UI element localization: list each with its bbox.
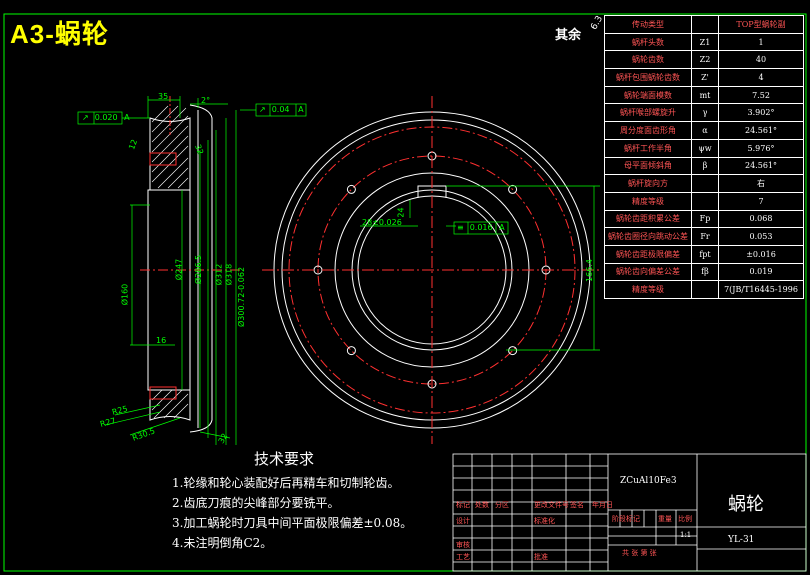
- tb-design: 设计: [456, 517, 470, 525]
- param-name: 精度等级: [604, 280, 692, 299]
- tol-frame-1: ↗0.020 A: [82, 113, 130, 122]
- front-dims: [360, 185, 600, 351]
- drawing-title: A3-蜗轮: [10, 19, 109, 49]
- param-val: 7(JB/T16445-1996: [718, 280, 804, 299]
- part-name: 蜗轮: [728, 494, 764, 515]
- note-item: 2.齿底刀痕的尖峰部分要铣平。: [172, 496, 340, 510]
- tb-process: 工艺: [456, 553, 470, 561]
- dim-keyway-height: 166.4: [584, 259, 594, 282]
- dim-r30: R30.5: [131, 426, 157, 443]
- dim-r27: R27: [99, 416, 117, 429]
- tb-mark: 标记: [456, 501, 470, 509]
- tb-scale: 比例: [678, 515, 692, 523]
- dim-d160: Ø160: [120, 283, 130, 306]
- tb-stage: 阶段标记: [612, 515, 640, 523]
- dim-d286: Ø286.5: [194, 254, 204, 285]
- dim-2deg: 2°: [201, 96, 211, 105]
- note-item: 3.加工蜗轮时刀具中间平面极限偏差±0.08。: [172, 516, 413, 530]
- dim-r25: R25: [111, 404, 129, 417]
- dim-d247: Ø247: [174, 258, 184, 281]
- front-view: [262, 96, 602, 444]
- dim-12: 12: [127, 138, 140, 151]
- param-row: 蜗杆旋向方右: [604, 174, 804, 193]
- dim-32: 32: [193, 143, 206, 156]
- technical-requirements: 技术要求 1.轮缘和轮心装配好后再精车和切制轮齿。 2.齿底刀痕的尖峰部分要铣平…: [172, 448, 412, 553]
- tb-standard: 标准化: [534, 517, 555, 525]
- tb-count: 处数: [475, 501, 489, 509]
- scale-value: 1:1: [680, 531, 692, 539]
- dim-d312: Ø312: [214, 263, 224, 286]
- dim-16: 16: [156, 336, 167, 345]
- dim-key-a: 24: [396, 207, 406, 218]
- title-block-lines: [452, 453, 807, 572]
- tb-approve: 批准: [534, 553, 548, 561]
- tb-sign: 签名: [570, 501, 584, 509]
- tb-zone: 分区: [495, 501, 509, 509]
- tb-review: 审核: [456, 541, 470, 549]
- tol-frame-key: ≡0.016 A: [457, 223, 505, 232]
- dim-d300: Ø300.72-0.062: [237, 266, 246, 327]
- notes-heading: 技术要求: [254, 450, 315, 468]
- dim-35: 35: [158, 92, 169, 101]
- tb-change: 更改文件号: [534, 501, 569, 509]
- rim-top: [149, 117, 191, 191]
- tb-sheet: 共 张 第 张: [622, 549, 657, 557]
- tol-frame-2: ↗0.04 A: [259, 105, 304, 114]
- tb-date: 年月日: [592, 501, 613, 509]
- roughness-label: 其余: [555, 28, 582, 43]
- dim-32b: 32: [216, 431, 230, 446]
- rim-bottom: [149, 389, 191, 421]
- dim-keyway-width: 28±0.026: [362, 218, 402, 227]
- dim-d318: Ø318: [224, 263, 234, 286]
- param-row: 精度等级 7(JB/T16445-1996: [604, 280, 804, 299]
- section-view: [140, 96, 240, 433]
- material: ZCuAl10Fe3: [620, 476, 677, 486]
- section-dims: [77, 96, 307, 445]
- note-item: 4.未注明倒角C2。: [172, 536, 273, 550]
- drawing-number: YL-31: [728, 535, 755, 545]
- sheet-frame: [3, 13, 807, 572]
- tb-weight: 重量: [658, 515, 672, 523]
- note-item: 1.轮缘和轮心装配好后再精车和切制轮齿。: [172, 476, 400, 490]
